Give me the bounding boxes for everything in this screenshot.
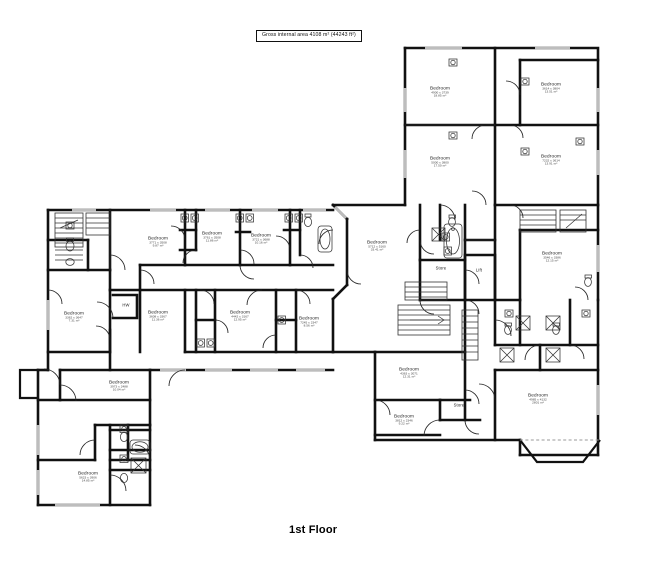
door-layer [43,80,589,492]
wall-layer [36,46,600,507]
shower-fixture-group [130,227,561,474]
fixture-layer [65,58,592,483]
gross-area-note: Gross internal area 4108 m² (44243 ft²) [256,30,362,43]
west-porch [18,368,38,400]
bay-window [519,439,601,464]
basin-fixture-group [65,58,591,463]
thin-wall-layer [109,124,495,270]
page-title: 1st Floor [289,524,338,536]
stair-layer [54,209,587,361]
window-layer [36,46,600,507]
bath-fixture-group [129,223,463,455]
